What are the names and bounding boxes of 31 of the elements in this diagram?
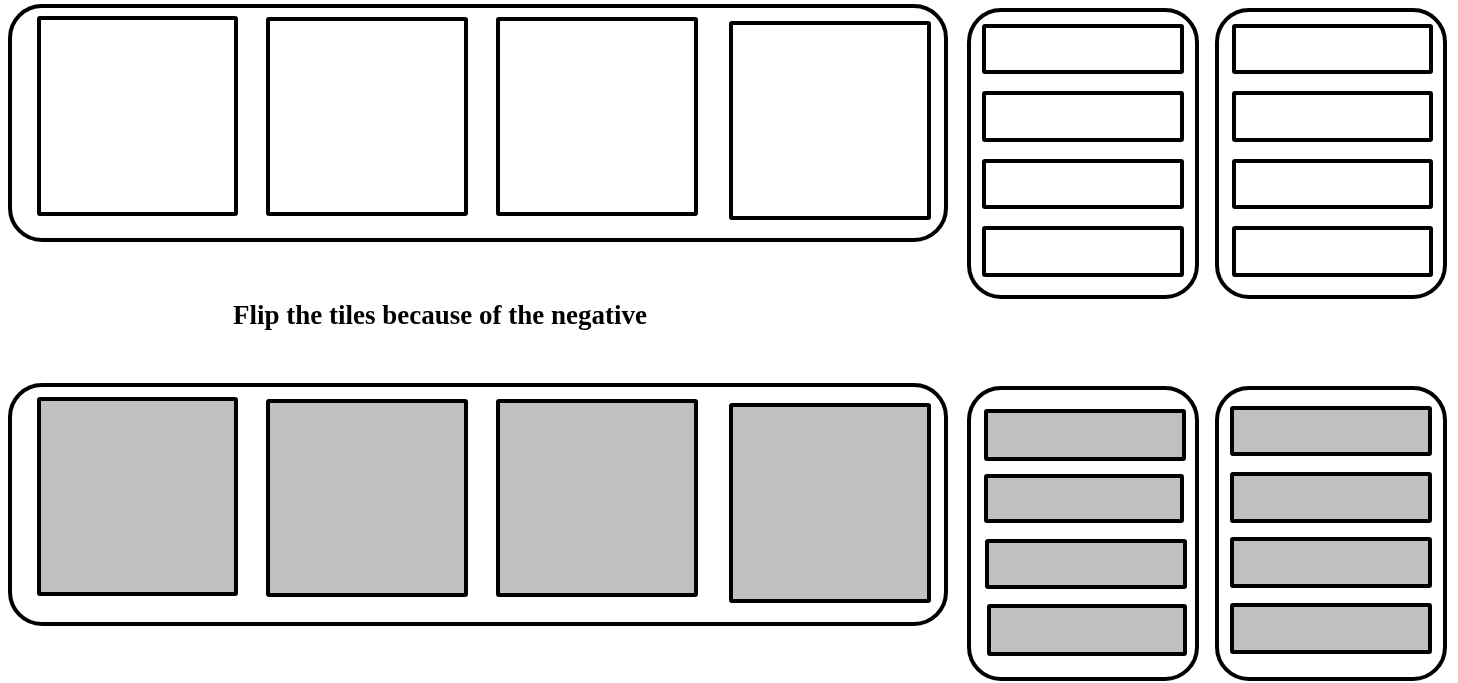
bar-tile [982,159,1184,209]
bar-tile [1230,603,1432,654]
square-tile [266,399,468,597]
bar-tile [985,539,1187,589]
tile-group [1215,8,1447,299]
square-tile [266,17,468,216]
bar-tile [982,91,1184,142]
bar-tile [1232,159,1433,209]
bar-tile [982,24,1184,74]
square-tile [496,399,698,597]
bar-tile [984,409,1186,461]
square-tile [37,397,238,596]
bar-tile [1230,537,1432,588]
square-tile [729,21,931,220]
tile-group [967,8,1199,299]
square-tile [729,403,931,603]
note-text: Flip the tiles because of the negative [232,300,648,331]
bar-tile [1232,91,1433,142]
square-tile [496,17,698,216]
tile-group [8,383,948,626]
bar-tile [1232,24,1433,74]
tile-group [8,4,948,242]
tile-group [1215,386,1447,681]
bar-tile [984,474,1184,523]
bar-tile [1232,226,1433,277]
bar-tile [1230,472,1432,523]
square-tile [37,16,238,216]
tile-group [967,386,1199,681]
bar-tile [1230,406,1432,456]
bar-tile [982,226,1184,277]
bar-tile [987,604,1187,656]
